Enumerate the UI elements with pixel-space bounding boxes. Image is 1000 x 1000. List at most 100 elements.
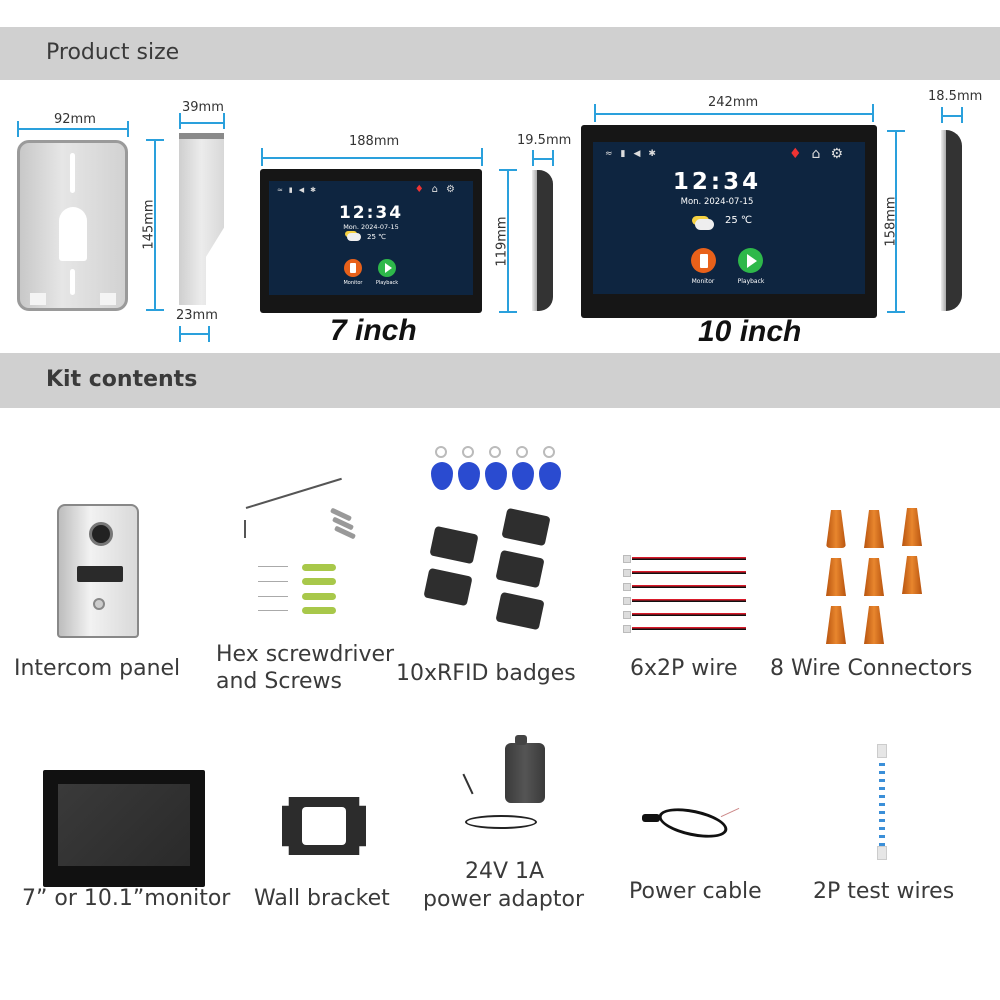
dim-tick	[481, 148, 483, 166]
monitor7-body: ≈▮◀✱ ♦⌂⚙ 12:34 Mon. 2024-07-15 25 ℃ Moni…	[260, 169, 482, 313]
dim-tick	[532, 150, 534, 166]
bell-muted-icon[interactable]: ♦	[414, 184, 432, 195]
rfid-keyfobs	[431, 446, 566, 498]
intercom-panel-label: Intercom panel	[14, 656, 181, 681]
monitor10-side-image	[941, 130, 962, 311]
bracket-height-line	[154, 139, 156, 310]
dim-tick	[127, 121, 129, 137]
dim-tick	[872, 104, 874, 122]
wire-connector-cap	[826, 606, 846, 644]
motion-icon: ✱	[310, 186, 322, 194]
anchor	[302, 607, 336, 614]
monitor-label: Monitor	[343, 280, 363, 286]
dim-tick	[261, 148, 263, 166]
cable-plug	[642, 814, 660, 822]
dim-tick	[146, 139, 164, 141]
cable-end	[720, 807, 740, 818]
adaptor-plug	[515, 735, 527, 745]
power-cable-label: Power cable	[629, 879, 762, 904]
monitor10-size-label: 10 inch	[698, 315, 802, 348]
wifi-icon: ≈	[605, 149, 621, 159]
bracket-slot	[70, 153, 75, 193]
temperature: 25 ℃	[725, 215, 753, 226]
sd-card-icon: ▮	[620, 149, 634, 159]
bell-muted-icon[interactable]: ♦	[788, 146, 812, 162]
wire-connector-cap	[826, 558, 846, 596]
bracket-depth-bottom-label: 23mm	[176, 308, 218, 323]
screw	[258, 581, 288, 582]
home-icon[interactable]: ⌂	[431, 184, 447, 195]
monitor-image	[43, 770, 205, 887]
rfid-cards	[420, 507, 560, 631]
side-bezel	[532, 170, 537, 311]
wire-connector-cap	[826, 510, 846, 548]
home-icon[interactable]: ⌂	[811, 146, 831, 162]
wall-anchors-icon	[258, 564, 338, 614]
gear-icon[interactable]: ⚙	[446, 184, 463, 195]
dim-tick	[499, 311, 517, 313]
anchor	[302, 593, 336, 600]
monitor7-side-image	[532, 170, 553, 311]
wire	[632, 599, 746, 602]
keyring	[516, 446, 528, 458]
bracket-tab	[100, 293, 116, 305]
wire-connector	[623, 555, 631, 563]
monitor7-width-line	[262, 157, 483, 159]
status-icons: ≈▮◀✱	[277, 186, 322, 194]
wire	[632, 613, 746, 616]
dim-tick	[941, 107, 943, 123]
kit-contents-header: Kit contents	[0, 353, 1000, 408]
cable-loop	[656, 803, 730, 843]
monitor-screen-off	[58, 784, 190, 866]
gear-icon[interactable]: ⚙	[830, 146, 853, 162]
wire-end-bottom	[877, 846, 887, 860]
anchor	[302, 578, 336, 585]
monitor-button[interactable]	[691, 248, 716, 273]
dim-tick	[961, 107, 963, 123]
bracket-depth-top-label: 39mm	[182, 100, 224, 115]
monitor10-height-line	[895, 130, 897, 313]
monitor-button[interactable]	[344, 259, 362, 277]
top-icons: ♦⌂⚙	[789, 146, 853, 162]
side-back	[537, 170, 553, 311]
dim-tick	[17, 121, 19, 137]
clock-date: Mon. 2024-07-15	[343, 223, 399, 231]
monitor7-width-label: 188mm	[349, 134, 400, 149]
side-bezel	[941, 130, 946, 311]
rfid-card	[501, 507, 551, 547]
wifi-icon: ≈	[277, 186, 289, 194]
dim-tick	[146, 309, 164, 311]
keyring	[489, 446, 501, 458]
playback-button[interactable]	[378, 259, 396, 277]
playback-button[interactable]	[738, 248, 763, 273]
dim-tick	[179, 113, 181, 129]
play-icon	[747, 253, 757, 268]
rfid-fob	[431, 462, 453, 490]
rfid-card	[495, 549, 545, 589]
speaker-icon: ◀	[633, 149, 649, 159]
wire	[632, 627, 746, 630]
keyring	[543, 446, 555, 458]
bracket-plate-image	[17, 140, 128, 311]
intercom-panel-image	[57, 504, 139, 638]
play-icon	[384, 263, 392, 273]
monitor10-screen: ≈▮◀✱ ♦⌂⚙ 12:34 Mon. 2024-07-15 25 ℃ Moni…	[593, 142, 865, 294]
power-cable-image	[642, 803, 742, 846]
sd-card-icon: ▮	[288, 186, 299, 194]
cable-tip	[462, 773, 474, 795]
monitor10-width-label: 242mm	[708, 95, 759, 110]
monitor-label: 7” or 10.1”monitor	[22, 886, 231, 911]
power-adaptor-label-line2: power adaptor	[423, 887, 585, 912]
top-icons: ♦⌂⚙	[415, 184, 463, 195]
wall-bracket-label: Wall bracket	[254, 886, 390, 911]
playback-label: Playback	[737, 278, 765, 285]
wire-connector-cap	[902, 556, 922, 594]
dim-tick	[594, 104, 596, 122]
keyring	[462, 446, 474, 458]
bracket-height-label: 145mm	[141, 199, 157, 250]
weather-icon	[695, 219, 714, 230]
bracket-width-label: 92mm	[54, 112, 96, 127]
bracket-side-image	[179, 133, 224, 305]
screw	[258, 610, 288, 611]
wall-bracket-image	[282, 797, 366, 855]
